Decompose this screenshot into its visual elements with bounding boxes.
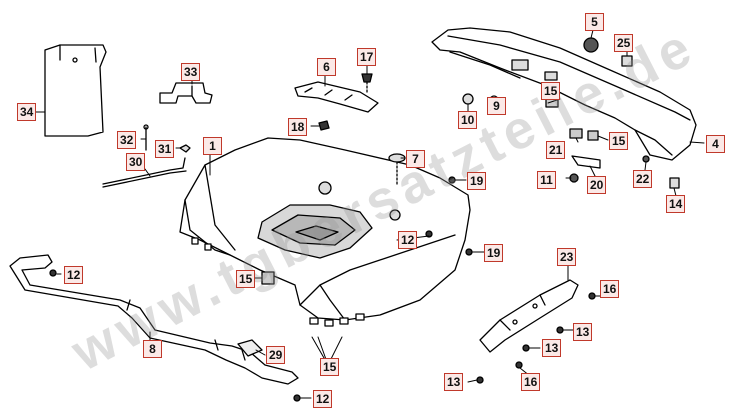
- fastener-19-right: [465, 248, 473, 256]
- part-17-bolt: [361, 73, 373, 93]
- callout-17: 17: [357, 48, 377, 66]
- callout-13-a: 13: [573, 323, 593, 341]
- callout-15-top: 15: [541, 82, 561, 100]
- callout-19-right: 19: [484, 244, 504, 262]
- callout-33: 33: [181, 63, 201, 81]
- callout-10: 10: [458, 111, 478, 129]
- fastener-13-b: [522, 344, 530, 352]
- part-22-bolt: [642, 155, 650, 163]
- fastener-12-bottom: [293, 394, 301, 402]
- part-4-front-carrier: [431, 27, 697, 161]
- callout-12-bottom: 12: [313, 390, 333, 408]
- fastener-12-left: [49, 269, 57, 277]
- callout-16-bottom: 16: [521, 373, 541, 391]
- callout-14: 14: [666, 195, 686, 213]
- callout-20: 20: [587, 176, 607, 194]
- part-10-nut: [462, 93, 474, 105]
- callout-12-left: 12: [64, 266, 84, 284]
- part-7-cap: [388, 153, 406, 186]
- fastener-12-mid: [425, 230, 433, 238]
- callout-11: 11: [537, 171, 556, 189]
- part-34-pad: [44, 44, 107, 137]
- callout-15-bottom: 15: [320, 358, 340, 376]
- part-30-rod: [102, 157, 187, 188]
- part-33-bracket: [159, 82, 213, 104]
- part-6-seat-plate: [294, 81, 379, 113]
- callout-16-top: 16: [600, 280, 620, 298]
- callout-29: 29: [266, 346, 286, 364]
- callout-22: 22: [633, 170, 653, 188]
- callout-21: 21: [546, 141, 566, 159]
- callout-8: 8: [143, 340, 162, 358]
- callout-15-left: 15: [236, 270, 256, 288]
- callout-19-top: 19: [467, 172, 487, 190]
- fastener-13-c: [476, 376, 484, 384]
- fastener-13-a: [556, 326, 564, 334]
- part-20-bracket: [571, 155, 601, 169]
- callout-7: 7: [406, 150, 425, 168]
- callout-18: 18: [288, 118, 308, 136]
- callout-34: 34: [17, 103, 37, 121]
- callout-32: 32: [117, 131, 137, 149]
- callout-4: 4: [706, 135, 725, 153]
- part-29-bracket: [237, 339, 263, 357]
- callout-30: 30: [126, 153, 146, 171]
- part-18-screw: [318, 120, 330, 131]
- part-14-clip: [669, 177, 680, 189]
- part-5-knob: [583, 37, 599, 53]
- callout-23: 23: [557, 248, 577, 266]
- callout-13-c: 13: [444, 373, 464, 391]
- callout-13-b: 13: [542, 339, 562, 357]
- fastener-16-top: [588, 292, 596, 300]
- callout-25: 25: [614, 34, 634, 52]
- part-32-bolt: [143, 124, 149, 151]
- callout-6: 6: [317, 58, 336, 76]
- callout-1: 1: [203, 137, 222, 155]
- callout-12-mid: 12: [398, 231, 418, 249]
- part-15-clip-b: [587, 130, 599, 141]
- callout-15-right: 15: [609, 132, 629, 150]
- callout-9: 9: [487, 97, 506, 115]
- fastener-16-bottom: [515, 361, 523, 369]
- part-23-side-panel: [479, 279, 579, 353]
- part-31-clip: [179, 144, 191, 153]
- callout-5: 5: [585, 13, 604, 31]
- callout-31: 31: [155, 140, 175, 158]
